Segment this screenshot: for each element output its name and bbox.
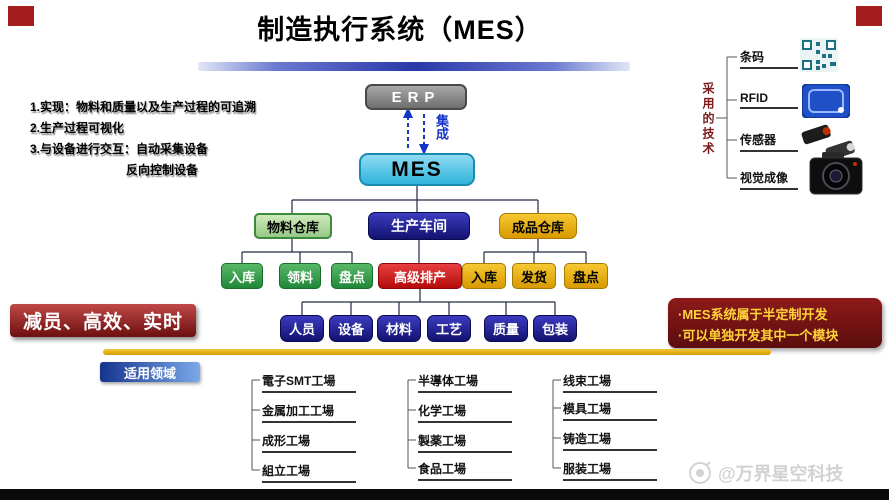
arrow-down-icon [419,144,429,155]
applications-divider-bar [103,349,771,355]
customization-note-line-2: ·可以单独开发其中一个模块 [678,327,839,343]
application-item: 金属加工工場 [262,402,356,423]
node-material-inbound: 入库 [221,263,263,289]
application-item: 服装工場 [563,460,657,481]
page-title: 制造执行系统（MES） [257,15,543,45]
integration-label: 集成 [434,114,449,140]
application-item: 化学工場 [418,402,512,423]
tech-item-vision: 视觉成像 [740,169,798,190]
watermark-text: @万界星空科技 [718,464,844,484]
node-material-stocktake: 盘点 [331,263,373,289]
title-underline-bar [198,62,630,71]
application-item: 食品工場 [418,460,512,481]
node-finished-shipping: 发货 [512,263,556,289]
technology-title: 采用的技术 [701,82,715,157]
note-line-1: 1.实现：物料和质量以及生产过程的可追溯 [30,100,257,114]
node-resource-material: 材料 [377,315,421,342]
feature-notes: 1.实现：物料和质量以及生产过程的可追溯 2.生产过程可视化 3.与设备进行交互… [30,98,256,182]
camera-image [809,152,863,195]
node-resource-personnel: 人员 [280,315,324,342]
watermark: @万界星空科技 [688,460,844,486]
weibo-icon [689,461,711,484]
node-finished-stocktake: 盘点 [564,263,608,289]
node-resource-quality: 质量 [484,315,528,342]
application-item: 半導体工場 [418,372,512,393]
node-advanced-scheduling: 高级排产 [378,263,462,289]
application-item: 模具工場 [563,400,657,421]
arrow-up-icon [403,107,413,118]
application-item: 铸造工場 [563,430,657,451]
tech-item-sensor: 传感器 [740,131,798,152]
rfid-device-image [802,84,850,118]
barcode-qr-image [800,38,838,72]
note-line-4: 反向控制设备 [126,163,199,177]
applications-label: 适用领域 [100,362,200,382]
node-finished-inbound: 入库 [462,263,506,289]
erp-box: ERP [365,84,467,110]
node-resource-equipment: 设备 [329,315,373,342]
customization-note-line-1: ·MES系统属于半定制开发 [678,307,828,322]
application-item: 組立工場 [262,462,356,483]
node-material-picking: 领料 [279,263,321,289]
application-item: 電子SMT工場 [262,372,356,393]
footer-bar [0,489,889,500]
node-resource-process: 工艺 [427,315,471,342]
corner-accent-right [856,6,882,26]
tech-item-barcode: 条码 [740,48,798,69]
tech-item-rfid: RFID [740,91,798,109]
benefit-banner: 减员、高效、实时 [10,304,196,337]
application-item: 成形工場 [262,432,356,453]
mes-box: MES [359,153,475,186]
node-finished-warehouse: 成品仓库 [499,213,577,239]
corner-accent-left [8,6,34,26]
node-production-workshop: 生产车间 [368,212,470,240]
application-item: 线束工場 [563,372,657,393]
customization-note-box: ·MES系统属于半定制开发 ·可以单独开发其中一个模块 [668,298,882,348]
integration-arrows [403,107,429,155]
node-material-warehouse: 物料仓库 [254,213,332,239]
application-item: 製薬工場 [418,432,512,453]
note-line-2: 2.生产过程可视化 [30,121,125,135]
node-resource-packaging: 包装 [533,315,577,342]
note-line-3: 3.与设备进行交互：自动采集设备 [30,142,209,156]
